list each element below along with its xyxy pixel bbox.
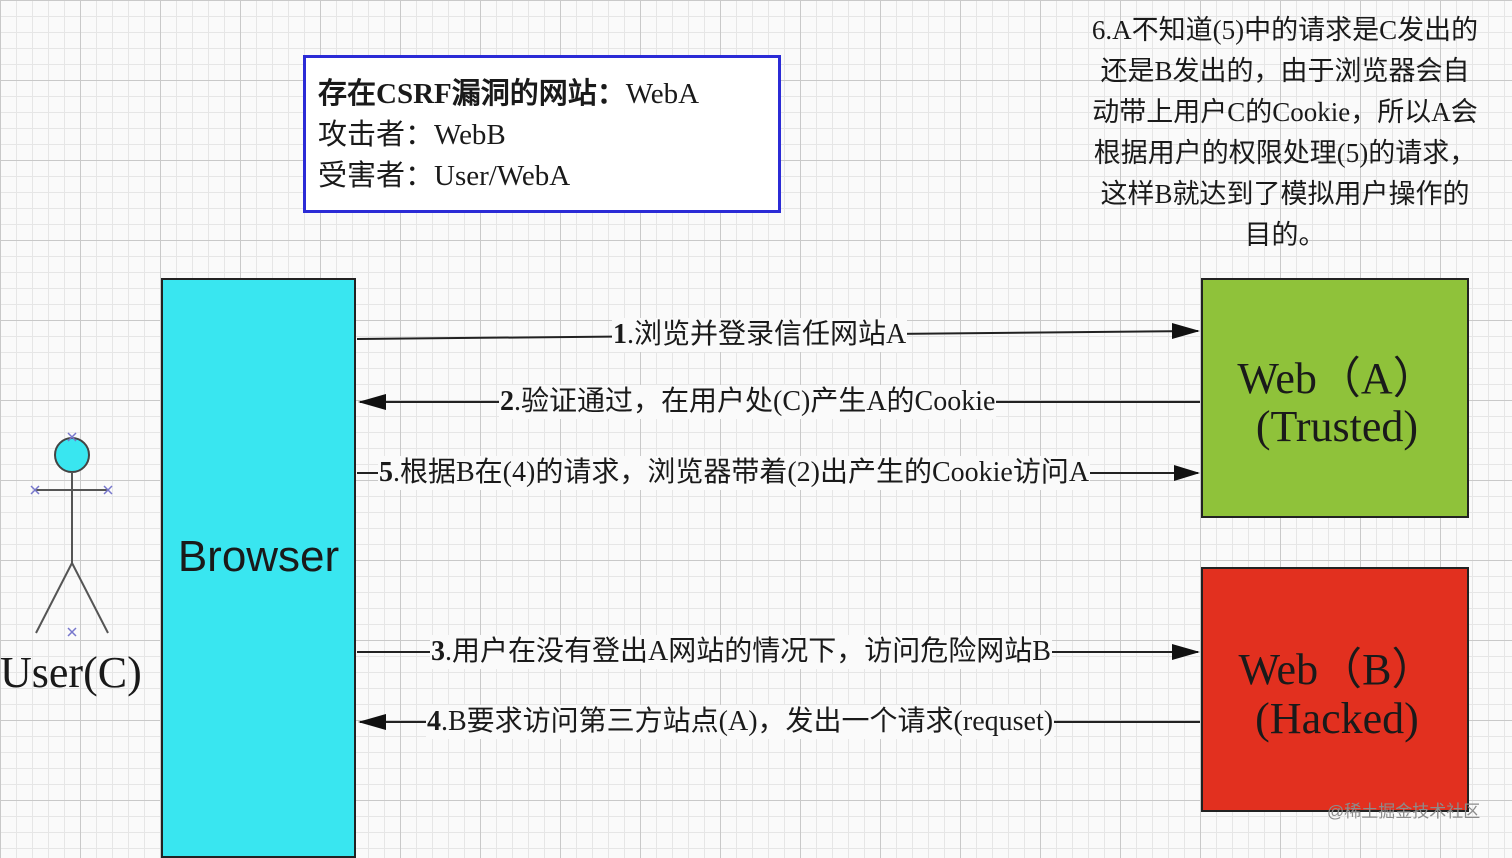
web-a-node: Web（A） (Trusted) [1201,278,1469,518]
web-b-node: Web（B） (Hacked) [1201,567,1469,812]
step-number: 5 [379,457,393,488]
arrow-label-step-2: 2.验证通过，在用户处(C)产生A的Cookie [499,385,997,419]
info-value-vulnerable: WebA [625,78,700,110]
step-text: .用户在没有登出A网站的情况下，访问危险网站B [445,636,1051,667]
info-line-victim: 受害者：User/WebA [318,156,778,197]
web-b-title: Web（B） [1238,645,1436,694]
info-value-attacker: WebB [434,119,506,151]
step-number: 2 [500,386,514,417]
note-line: 6.A不知道(5)中的请求是C发出的 [1091,15,1479,45]
user-actor-label: User(C) [0,648,142,697]
step-text: .验证通过，在用户处(C)产生A的Cookie [514,386,996,417]
step6-note: 6.A不知道(5)中的请求是C发出的 还是B发出的，由于浏览器会自 动带上用户C… [1058,10,1512,256]
note-line: 这样B就达到了模拟用户操作的 [1100,179,1470,209]
step-number: 3 [431,636,445,667]
browser-node [161,278,356,858]
info-value-victim: User/WebA [434,160,571,192]
arrow-label-step-5: 5.根据B在(4)的请求，浏览器带着(2)出产生的Cookie访问A [378,456,1091,490]
step-text: .根据B在(4)的请求，浏览器带着(2)出产生的Cookie访问A [393,457,1090,488]
arrow-label-step-3: 3.用户在没有登出A网站的情况下，访问危险网站B [430,635,1052,669]
web-a-title: Web（A） [1237,354,1437,403]
note-line: 目的。 [1244,220,1326,250]
step-text: .B要求访问第三方站点(A)，发出一个请求(requset) [441,706,1054,737]
web-a-subtitle: (Trusted) [1255,402,1419,451]
arrow-label-step-4: 4.B要求访问第三方站点(A)，发出一个请求(requset) [426,705,1055,739]
note-line: 动带上用户C的Cookie，所以A会 [1092,97,1478,127]
info-key-attacker: 攻击者： [318,119,435,151]
step-number: 1 [613,319,627,350]
note-line: 根据用户的权限处理(5)的请求， [1093,138,1477,168]
watermark: @稀土掘金技术社区 [1327,802,1481,821]
info-box: 存在CSRF漏洞的网站：WebA 攻击者：WebB 受害者：User/WebA [303,55,781,213]
info-line-attacker: 攻击者：WebB [318,115,778,156]
web-b-subtitle: (Hacked) [1255,694,1419,743]
step-number: 4 [427,706,441,737]
browser-label: Browser [177,532,340,581]
step-text: .浏览并登录信任网站A [627,319,907,350]
info-line-vulnerable-site: 存在CSRF漏洞的网站：WebA [318,74,778,115]
arrow-label-step-1: 1.浏览并登录信任网站A [612,318,908,352]
note-line: 还是B发出的，由于浏览器会自 [1100,56,1470,86]
info-key-vulnerable: 存在CSRF漏洞的网站： [318,78,626,110]
user-actor-icon [30,432,113,637]
info-key-victim: 受害者： [318,160,435,192]
